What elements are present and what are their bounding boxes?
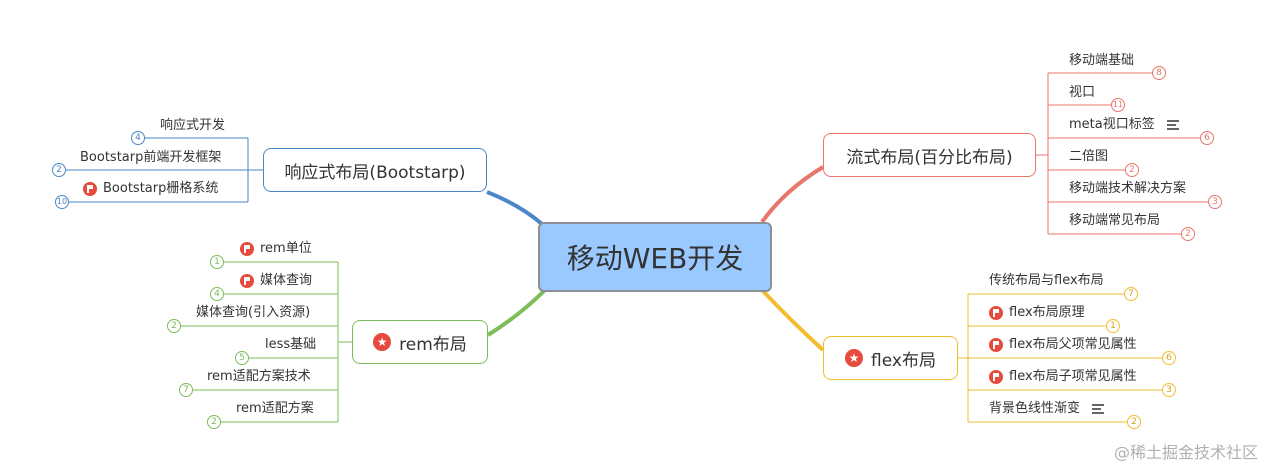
leaf-label: 媒体查询 — [260, 273, 313, 288]
branch-flex-label: flex布局 — [871, 350, 936, 371]
leaf-item[interactable]: 媒体查询 — [240, 273, 312, 289]
count-badge: 1 — [1106, 319, 1120, 333]
note-icon — [1166, 120, 1179, 130]
count-badge: 11 — [1111, 98, 1125, 112]
count-badge: 4 — [210, 287, 224, 301]
leaf-item[interactable]: 移动端常见布局 — [1069, 213, 1160, 229]
watermark: @稀土掘金技术社区 — [1113, 443, 1258, 462]
leaf-item[interactable]: 移动端技术解决方案 — [1069, 181, 1186, 197]
leaf-item[interactable]: Bootstarp栅格系统 — [83, 181, 218, 197]
note-icon — [1092, 404, 1105, 414]
branch-rem-label: rem布局 — [399, 334, 467, 355]
count-badge: 1 — [210, 255, 224, 269]
count-badge: 5 — [235, 351, 249, 365]
count-badge: 6 — [1200, 131, 1214, 145]
leaf-label: 传统布局与flex布局 — [989, 273, 1104, 288]
leaf-item[interactable]: flex布局原理 — [989, 305, 1085, 321]
count-badge: 3 — [1162, 383, 1176, 397]
leaf-label: flex布局子项常见属性 — [1009, 369, 1137, 384]
flag-icon — [989, 338, 1003, 352]
leaf-label: less基础 — [265, 337, 317, 352]
leaf-item[interactable]: rem适配方案技术 — [207, 369, 311, 385]
branch-bootstrap-label: 响应式布局(Bootstarp) — [284, 162, 466, 183]
leaf-label: 媒体查询(引入资源) — [196, 305, 311, 320]
count-badge: 2 — [1181, 227, 1195, 241]
leaf-item[interactable]: 响应式开发 — [160, 118, 225, 134]
leaf-label: Bootstarp前端开发框架 — [80, 150, 222, 165]
leaf-label: 移动端基础 — [1069, 53, 1135, 68]
flag-icon — [240, 242, 254, 256]
leaf-label: 视口 — [1069, 85, 1096, 100]
leaf-label: 背景色线性渐变 — [989, 401, 1081, 416]
leaf-item[interactable]: rem单位 — [240, 241, 312, 257]
leaf-item[interactable]: 传统布局与flex布局 — [989, 273, 1104, 289]
count-badge: 3 — [1208, 195, 1222, 209]
flag-icon — [989, 370, 1003, 384]
leaf-label: rem单位 — [260, 241, 312, 256]
count-badge: 2 — [52, 163, 66, 177]
leaf-label: flex布局父项常见属性 — [1009, 337, 1137, 352]
leaf-item[interactable]: 媒体查询(引入资源) — [196, 305, 310, 321]
root-topic[interactable]: 移动WEB开发 — [538, 222, 772, 292]
leaf-label: rem适配方案技术 — [207, 369, 311, 384]
count-badge: 2 — [167, 319, 181, 333]
flag-icon — [83, 182, 97, 196]
leaf-label: 移动端常见布局 — [1069, 213, 1161, 228]
leaf-label: 移动端技术解决方案 — [1069, 181, 1187, 196]
branch-liushi[interactable]: 流式布局(百分比布局) — [823, 133, 1036, 177]
count-badge: 7 — [179, 383, 193, 397]
leaf-label: Bootstarp栅格系统 — [103, 181, 219, 196]
leaf-item[interactable]: flex布局父项常见属性 — [989, 337, 1137, 353]
leaf-item[interactable]: 移动端基础 — [1069, 53, 1134, 69]
branch-rem[interactable]: ★ rem布局 — [352, 320, 488, 364]
leaf-label: flex布局原理 — [1009, 305, 1085, 320]
count-badge: 2 — [1125, 163, 1139, 177]
count-badge: 2 — [207, 415, 221, 429]
leaf-label: meta视口标签 — [1069, 117, 1155, 132]
leaf-item[interactable]: Bootstarp前端开发框架 — [80, 150, 221, 166]
leaf-item[interactable]: 背景色线性渐变 — [989, 401, 1105, 417]
leaf-item[interactable]: meta视口标签 — [1069, 117, 1179, 133]
count-badge: 6 — [1162, 351, 1176, 365]
count-badge: 7 — [1124, 287, 1138, 301]
leaf-label: rem适配方案 — [236, 401, 314, 416]
leaf-item[interactable]: 二倍图 — [1069, 149, 1108, 165]
branch-bootstrap[interactable]: 响应式布局(Bootstarp) — [263, 148, 487, 192]
count-badge: 10 — [55, 195, 69, 209]
star-icon: ★ — [845, 349, 864, 367]
count-badge: 4 — [131, 131, 145, 145]
leaf-item[interactable]: rem适配方案 — [236, 401, 314, 417]
count-badge: 8 — [1152, 66, 1166, 80]
count-badge: 2 — [1127, 415, 1141, 429]
leaf-item[interactable]: 视口 — [1069, 85, 1095, 101]
branch-liushi-label: 流式布局(百分比布局) — [846, 147, 1013, 168]
branch-flex[interactable]: ★ flex布局 — [823, 336, 958, 380]
star-icon: ★ — [373, 333, 392, 351]
leaf-label: 响应式开发 — [160, 118, 226, 133]
leaf-label: 二倍图 — [1069, 149, 1109, 164]
leaf-item[interactable]: flex布局子项常见属性 — [989, 369, 1137, 385]
leaf-item[interactable]: less基础 — [265, 337, 316, 353]
flag-icon — [240, 274, 254, 288]
flag-icon — [989, 306, 1003, 320]
